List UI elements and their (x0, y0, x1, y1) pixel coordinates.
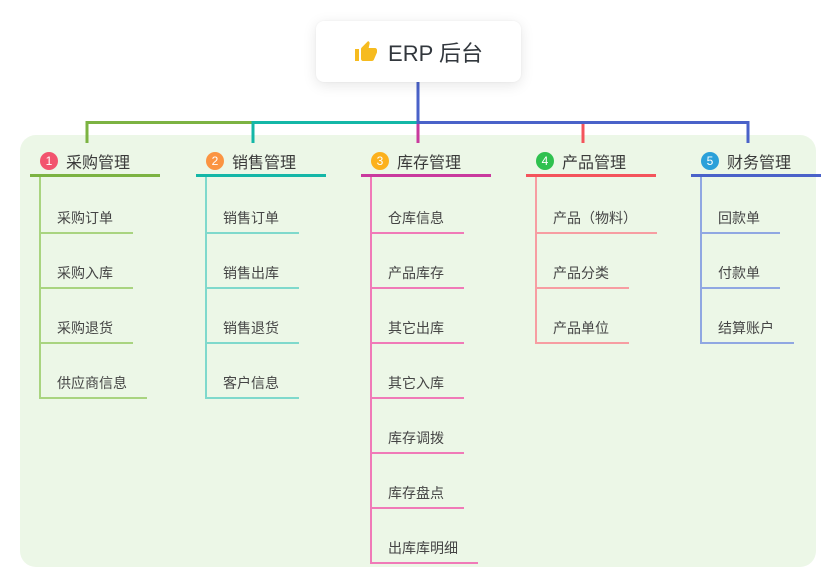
child-node[interactable]: 采购入库 (39, 261, 133, 289)
branch-number-badge: 2 (206, 152, 224, 170)
child-node[interactable]: 仓库信息 (370, 206, 464, 234)
child-node[interactable]: 采购订单 (39, 206, 133, 234)
child-node[interactable]: 结算账户 (700, 316, 794, 344)
thumbs-up-icon (354, 40, 378, 64)
child-node[interactable]: 出库库明细 (370, 536, 478, 564)
child-node[interactable]: 销售退货 (205, 316, 299, 344)
branch-children-connector (700, 177, 702, 344)
child-node[interactable]: 产品单位 (535, 316, 629, 344)
branch-number-badge: 1 (40, 152, 58, 170)
child-node[interactable]: 付款单 (700, 261, 780, 289)
branch-node-4[interactable]: 4 产品管理 (526, 148, 656, 177)
branch-label: 财务管理 (727, 155, 792, 172)
root-label: ERP 后台 (388, 40, 483, 66)
branch-label: 销售管理 (232, 155, 297, 172)
child-node[interactable]: 采购退货 (39, 316, 133, 344)
branch-node-3[interactable]: 3 库存管理 (361, 148, 491, 177)
branch-children-connector (370, 177, 372, 564)
branch-number-badge: 3 (371, 152, 389, 170)
child-node[interactable]: 供应商信息 (39, 371, 147, 399)
child-node[interactable]: 产品分类 (535, 261, 629, 289)
child-node[interactable]: 库存调拨 (370, 426, 464, 454)
branch-1-connector (85, 121, 253, 143)
branch-node-1[interactable]: 1 采购管理 (30, 148, 160, 177)
branch-node-2[interactable]: 2 销售管理 (196, 148, 326, 177)
branches-panel (20, 135, 816, 567)
branch-node-5[interactable]: 5 财务管理 (691, 148, 821, 177)
child-node[interactable]: 库存盘点 (370, 481, 464, 509)
child-node[interactable]: 产品库存 (370, 261, 464, 289)
trunk-line (416, 82, 750, 143)
branch-label: 产品管理 (562, 155, 627, 172)
child-node[interactable]: 销售订单 (205, 206, 299, 234)
child-node[interactable]: 客户信息 (205, 371, 299, 399)
branch-label: 采购管理 (66, 155, 131, 172)
child-node[interactable]: 回款单 (700, 206, 780, 234)
branch-label: 库存管理 (397, 155, 462, 172)
child-node[interactable]: 销售出库 (205, 261, 299, 289)
child-node[interactable]: 其它出库 (370, 316, 464, 344)
child-node[interactable]: 其它入库 (370, 371, 464, 399)
branch-number-badge: 4 (536, 152, 554, 170)
branch-children-connector (535, 177, 537, 344)
child-node[interactable]: 产品（物料） (535, 206, 657, 234)
branch-2-connector (251, 121, 418, 143)
root-node[interactable]: ERP 后台 (316, 21, 521, 82)
branch-number-badge: 5 (701, 152, 719, 170)
